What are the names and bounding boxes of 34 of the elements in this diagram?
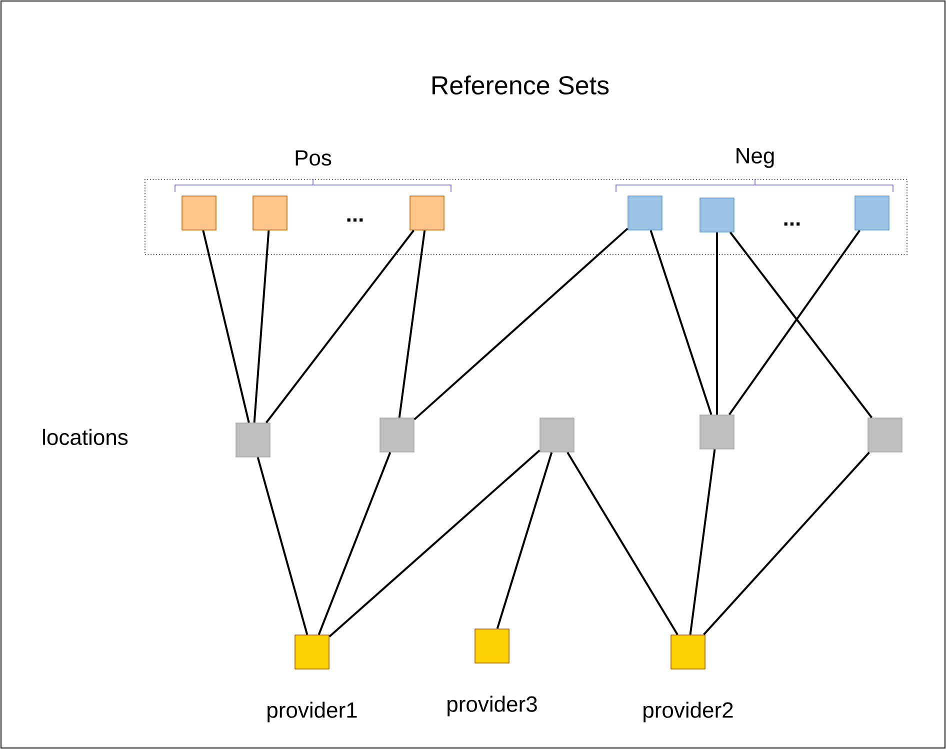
square-node <box>868 418 902 452</box>
square-node <box>628 196 662 230</box>
connector <box>398 230 426 418</box>
connector <box>253 230 270 423</box>
square-node <box>700 414 734 450</box>
square-node <box>540 418 574 452</box>
square-node <box>236 422 270 458</box>
square-node <box>252 196 288 230</box>
connector <box>716 232 718 415</box>
node-label: provider2 <box>644 702 733 722</box>
label: Pos <box>296 150 332 166</box>
label: locations <box>43 428 128 446</box>
connector <box>328 450 540 638</box>
connector <box>566 452 678 636</box>
square-node <box>700 198 734 232</box>
connector <box>266 230 414 424</box>
connector <box>496 452 553 629</box>
label: Neg <box>736 148 774 168</box>
connector <box>256 457 308 635</box>
connector <box>703 452 870 636</box>
label: ... <box>784 222 800 226</box>
square-node <box>380 418 414 452</box>
node-label: provider1 <box>268 702 357 722</box>
label: ... <box>347 218 363 222</box>
connector <box>318 452 392 635</box>
node-label: provider3 <box>448 696 537 716</box>
square-node <box>182 196 216 230</box>
connector <box>650 230 712 415</box>
connector <box>202 230 250 423</box>
heading: Reference Sets <box>432 75 609 95</box>
connector <box>689 449 716 635</box>
connector <box>414 228 628 420</box>
square-node <box>410 196 444 230</box>
square-node <box>854 196 890 230</box>
